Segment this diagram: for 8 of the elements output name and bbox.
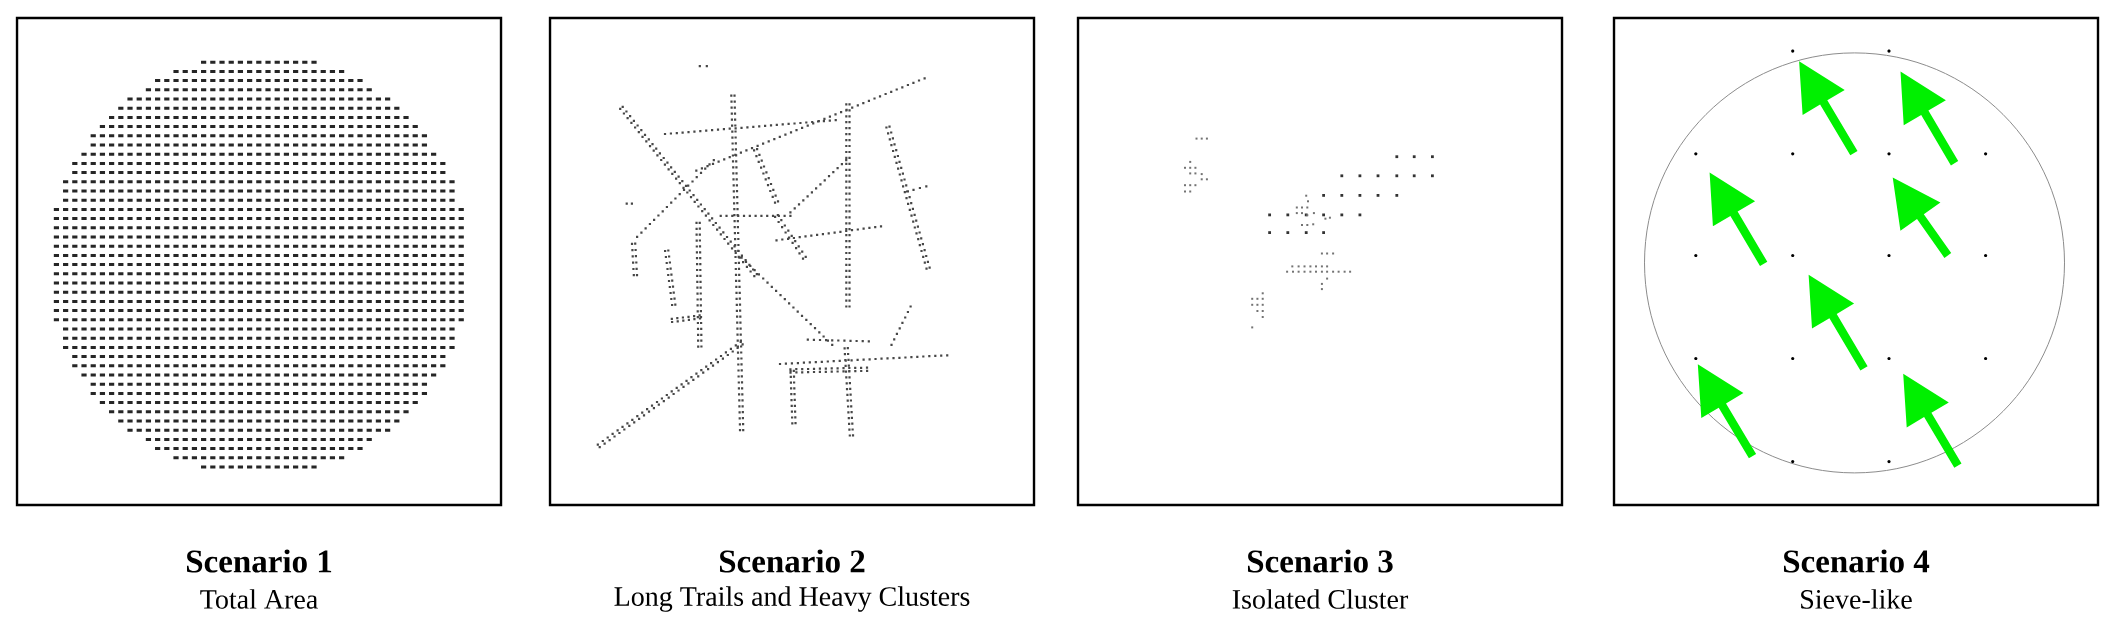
caption-subtitle: Long Trails and Heavy Clusters [614, 586, 970, 612]
caption-heading: Scenario 4 [1784, 549, 1930, 573]
caption-heading: Scenario 1 [187, 549, 332, 573]
caption-heading: Scenario 3 [1248, 549, 1393, 573]
caption-heading: Scenario 2 [720, 549, 865, 573]
caption-subtitle: Isolated Cluster [1232, 589, 1409, 609]
caption-subtitle: Total Area [200, 589, 318, 609]
caption-subtitle: Sieve-like [1801, 589, 1912, 609]
